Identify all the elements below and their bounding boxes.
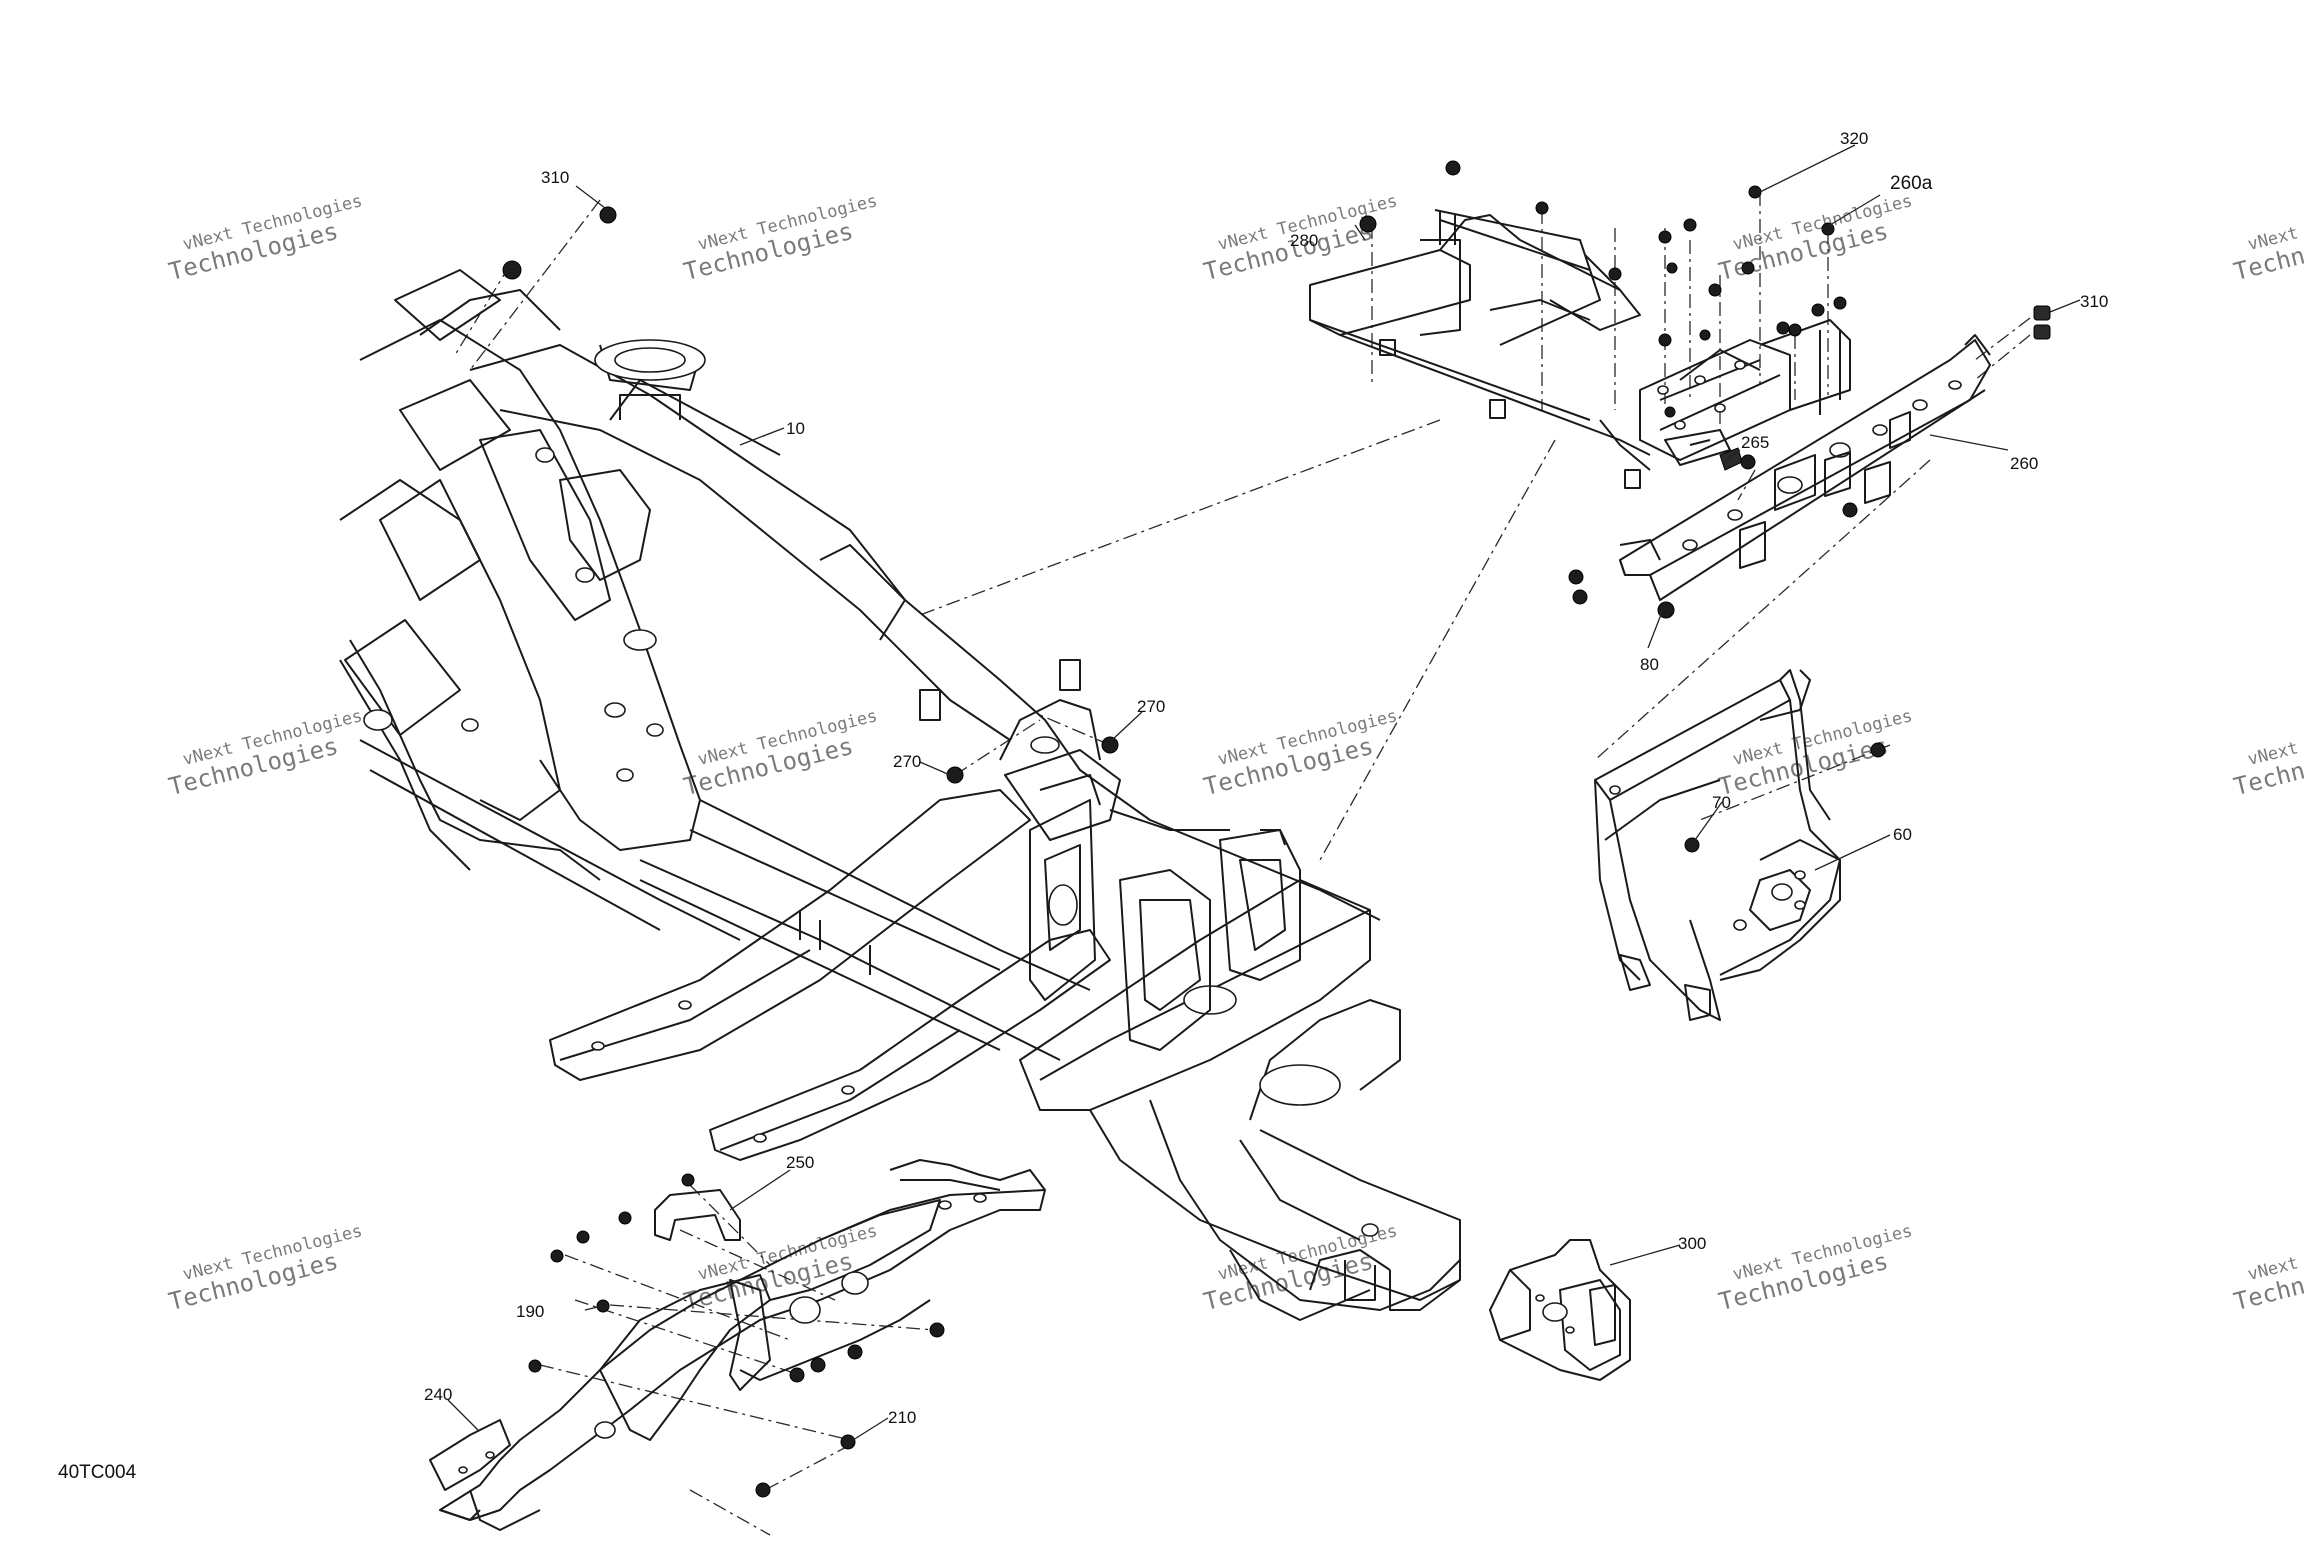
- watermark: vNext Technologies Technologies: [1201, 706, 1399, 801]
- watermark: vNext Technologies Technologies: [2231, 1221, 2304, 1316]
- bracket-part-250: [654, 1189, 741, 1241]
- figure-code: 40TC004: [58, 1462, 137, 1483]
- callout-60: 60: [1893, 825, 1912, 844]
- callout-240: 240: [424, 1385, 452, 1404]
- callout-270-right: 270: [1137, 697, 1165, 716]
- callout-leaders: [447, 144, 2081, 1441]
- assembly-lines: [454, 192, 2031, 1536]
- callout-320: 320: [1840, 129, 1868, 148]
- callout-10: 10: [786, 419, 805, 438]
- callout-labels: 310 10 280 320 260a 310 265 260 80 270 2…: [424, 129, 2108, 1427]
- callout-80: 80: [1640, 655, 1659, 674]
- arm-part-240: [429, 1159, 1046, 1531]
- main-frame-part-10: [339, 269, 1461, 1321]
- watermark-layer: vNext Technologies Technologies vNext Te…: [166, 191, 2304, 1316]
- watermark: vNext Technologies Technologies: [1716, 706, 1914, 801]
- watermark: vNext Technologies Technologies: [2231, 706, 2304, 801]
- bracket-part-300: [1489, 1239, 1631, 1381]
- callout-190: 190: [516, 1302, 544, 1321]
- callout-260a: 260a: [1890, 173, 1933, 194]
- watermark: vNext Technologies Technologies: [166, 1221, 364, 1316]
- callout-310-right: 310: [2080, 292, 2108, 311]
- bracket-part-60: [1594, 669, 1841, 1021]
- callout-70: 70: [1712, 793, 1731, 812]
- callout-270-left: 270: [893, 752, 921, 771]
- fasteners: [502, 160, 2051, 1498]
- callout-250: 250: [786, 1153, 814, 1172]
- rear-crossmember-part-260: [1619, 334, 1991, 601]
- watermark: vNext Technologies Technologies: [681, 191, 879, 286]
- callout-210: 210: [888, 1408, 916, 1427]
- callout-265: 265: [1741, 433, 1769, 452]
- watermark: vNext Technologies Technologies: [681, 1221, 879, 1316]
- callout-310-top-left: 310: [541, 168, 569, 187]
- callout-260: 260: [2010, 454, 2038, 473]
- callout-300: 300: [1678, 1234, 1706, 1253]
- watermark: vNext Technologies Technologies: [2231, 191, 2304, 286]
- watermark: vNext Technologies Technologies: [1716, 1221, 1914, 1316]
- watermark: vNext Technologies Technologies: [166, 706, 364, 801]
- callout-280: 280: [1290, 231, 1318, 250]
- watermark: vNext Technologies Technologies: [681, 706, 879, 801]
- rear-subframe-part-260a: [1309, 209, 1851, 489]
- watermark: vNext Technologies Technologies: [166, 191, 364, 286]
